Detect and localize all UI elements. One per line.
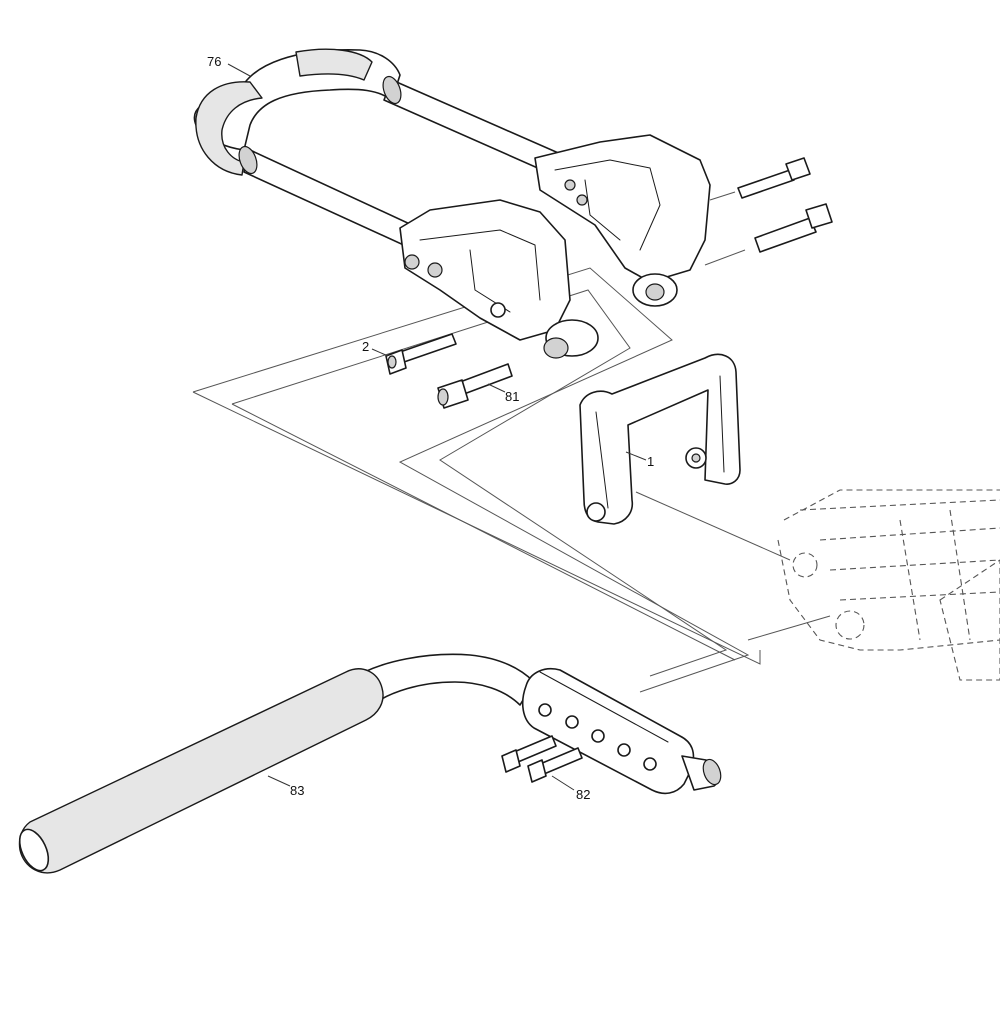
- callout-83: 83: [290, 783, 304, 798]
- callout-1: 1: [647, 454, 654, 469]
- callout-81: 81: [505, 389, 519, 404]
- tool-body-outline: [777, 489, 1000, 681]
- screws-part-82: [501, 735, 583, 783]
- lower-handle-part-83: [18, 653, 722, 874]
- u-handle-assembly: [193, 48, 711, 359]
- callout-labels: 76 2 81 1 83 82: [207, 54, 654, 802]
- screw-part-2: [385, 333, 457, 375]
- callout-76: 76: [207, 54, 221, 69]
- callout-2: 2: [362, 339, 369, 354]
- side-handle-part-1: [579, 353, 741, 525]
- bracket-screws-right: [737, 157, 833, 253]
- callout-82: 82: [576, 787, 590, 802]
- screw-part-81: [437, 363, 513, 409]
- leader-lines: [227, 63, 647, 791]
